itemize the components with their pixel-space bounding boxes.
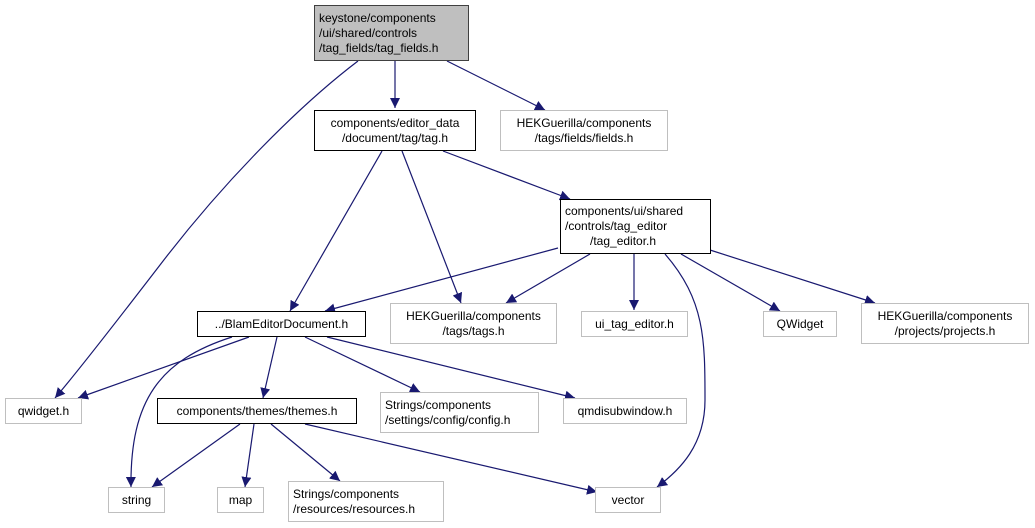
edge-root-to-fields-h xyxy=(446,60,546,111)
node-line: /controls/tag_editor xyxy=(565,219,668,233)
node-resources-h: Strings/components /resources/resources.… xyxy=(288,481,444,522)
node-line: ../BlamEditorDocument.h xyxy=(214,316,349,331)
node-line: vector xyxy=(611,492,645,507)
node-line: /tag_fields/tag_fields.h xyxy=(319,40,439,55)
edge-themes-h-to-vector xyxy=(304,423,598,495)
node-line: components/editor_data xyxy=(330,115,460,130)
node-line: keystone/components xyxy=(319,10,436,25)
node-config-h: Strings/components /settings/config/conf… xyxy=(380,392,539,433)
node-qwidget-h: qwidget.h xyxy=(5,398,82,424)
node-ui-tag-editor-h: ui_tag_editor.h xyxy=(581,311,688,337)
node-line: /ui/shared/controls xyxy=(319,25,418,40)
node-line: /resources/resources.h xyxy=(293,501,416,516)
node-vector: vector xyxy=(595,487,661,513)
node-fields-h: HEKGuerilla/components /tags/fields/fiel… xyxy=(500,110,668,151)
node-qwidget-class: QWidget xyxy=(763,311,837,337)
edge-themes-h-to-string xyxy=(151,423,241,488)
node-line: Strings/components xyxy=(385,397,492,412)
edge-tag-editor-h-to-tags-h xyxy=(505,253,591,304)
edge-blam-editor-doc-h-to-qwidget-h xyxy=(77,336,250,400)
node-line: Strings/components xyxy=(293,486,400,501)
edge-tag-editor-h-to-projects-h xyxy=(709,249,876,305)
edge-tag-editor-h-to-qwidget-cls xyxy=(680,253,781,312)
node-line: qwidget.h xyxy=(17,403,70,418)
edge-themes-h-to-resources-h xyxy=(270,423,341,482)
edge-blam-editor-doc-h-to-string xyxy=(125,336,233,488)
node-root-tag-fields-h: keystone/components /ui/shared/controls … xyxy=(314,5,469,61)
edge-tag-editor-h-to-blam-editor-doc-h xyxy=(324,247,559,314)
node-line: ui_tag_editor.h xyxy=(595,316,674,331)
node-line: HEKGuerilla/components xyxy=(516,115,652,130)
edge-blam-editor-doc-h-to-themes-h xyxy=(260,336,278,399)
node-string: string xyxy=(108,487,165,513)
edge-root-to-qwidget-h xyxy=(54,60,359,399)
node-tags-h: HEKGuerilla/components /tags/tags.h xyxy=(390,303,557,344)
node-line: components/ui/shared xyxy=(565,204,684,218)
node-line: /tag_editor.h xyxy=(590,234,657,248)
edge-blam-editor-doc-h-to-config-h xyxy=(304,336,421,393)
edge-themes-h-to-map xyxy=(241,423,255,488)
node-line: /document/tag/tag.h xyxy=(341,130,449,145)
node-qmdisubwindow-h: qmdisubwindow.h xyxy=(563,398,687,424)
edge-tag-h-to-blam-editor-doc-h xyxy=(289,150,383,312)
node-line: QWidget xyxy=(776,316,824,331)
node-tag-editor-h[interactable]: components/ui/shared /controls/tag_edito… xyxy=(560,199,711,254)
node-line: /projects/projects.h xyxy=(894,323,996,338)
edge-blam-editor-doc-h-to-qmdisubwindow-h xyxy=(326,336,576,401)
edge-tag-h-to-tag-editor-h xyxy=(442,150,571,201)
node-themes-h[interactable]: components/themes/themes.h xyxy=(157,398,357,424)
node-line: HEKGuerilla/components xyxy=(877,308,1013,323)
node-blam-editor-document-h[interactable]: ../BlamEditorDocument.h xyxy=(197,311,366,337)
node-line: HEKGuerilla/components xyxy=(406,308,541,323)
node-line: /tags/fields/fields.h xyxy=(534,130,634,145)
node-line: string xyxy=(121,492,152,507)
edge-tag-editor-h-to-vector xyxy=(656,253,706,488)
node-map: map xyxy=(217,487,264,513)
node-line: map xyxy=(228,492,253,507)
node-line: components/themes/themes.h xyxy=(176,403,338,418)
node-projects-h: HEKGuerilla/components /projects/project… xyxy=(861,303,1029,344)
node-tag-h[interactable]: components/editor_data /document/tag/tag… xyxy=(314,110,476,151)
node-line: /tags/tags.h xyxy=(442,323,505,338)
node-line: /settings/config/config.h xyxy=(385,412,511,427)
node-line: qmdisubwindow.h xyxy=(577,403,673,418)
edge-tag-h-to-tags-h xyxy=(401,150,463,304)
